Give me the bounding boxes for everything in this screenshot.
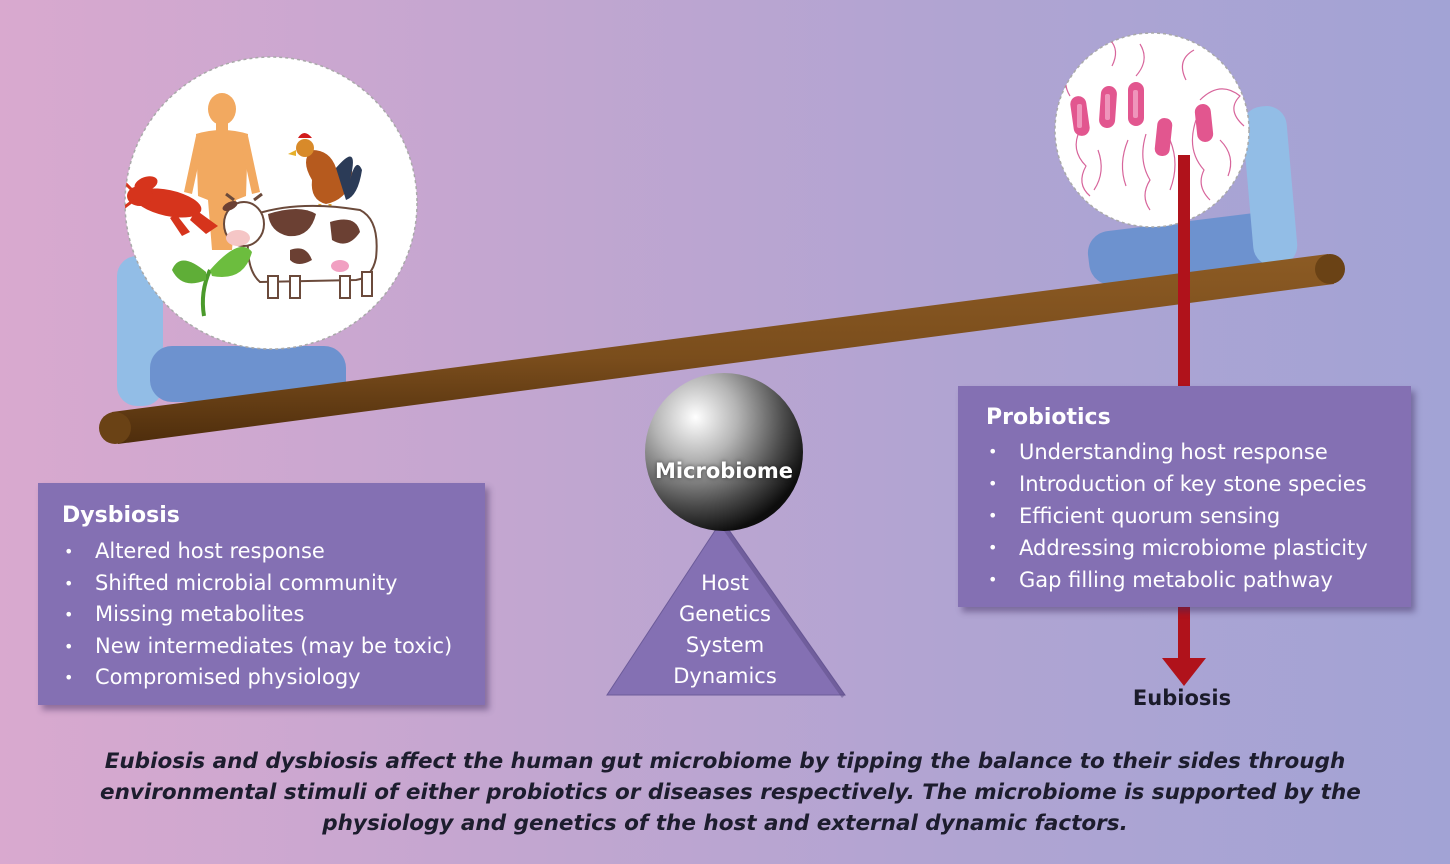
caption-line: Eubiosis and dysbiosis affect the human …	[104, 749, 1346, 774]
human-figure-icon	[184, 93, 260, 250]
dysbiosis-title: Dysbiosis	[62, 503, 180, 528]
fulcrum-factor-line: System	[685, 633, 765, 657]
list-item: New intermediates (may be toxic)	[62, 631, 485, 663]
caption-line: environmental stimuli of either probioti…	[100, 780, 1361, 805]
plant-sprout-icon	[172, 246, 252, 317]
cow-icon	[222, 192, 378, 299]
fulcrum-factor-line: Genetics	[679, 602, 771, 626]
fulcrum-factor-line: Dynamics	[673, 664, 777, 688]
caption-line: physiology and genetics of the host and …	[322, 811, 1128, 836]
eubiosis-label: Eubiosis	[1132, 686, 1232, 710]
host-organisms-circle	[124, 56, 418, 350]
list-item: Understanding host response	[986, 436, 1411, 468]
dysbiosis-list: Altered host response Shifted microbial …	[62, 536, 485, 694]
probiotics-list: Understanding host response Introduction…	[986, 436, 1411, 596]
eubiosis-arrow	[1162, 155, 1206, 686]
bacteria-icon	[1065, 39, 1245, 211]
list-item: Gap filling metabolic pathway	[986, 564, 1411, 596]
rooster-icon	[288, 133, 362, 217]
probiotics-box: Probiotics Understanding host response I…	[958, 386, 1411, 607]
list-item: Compromised physiology	[62, 662, 485, 694]
probiotics-title: Probiotics	[986, 405, 1111, 430]
dysbiosis-box: Dysbiosis Altered host response Shifted …	[38, 483, 485, 705]
list-item: Addressing microbiome plasticity	[986, 532, 1411, 564]
figure-caption: Eubiosis and dysbiosis affect the human …	[100, 746, 1361, 839]
fulcrum-factors: Host Genetics System Dynamics	[640, 568, 810, 692]
list-item: Efficient quorum sensing	[986, 500, 1411, 532]
fulcrum	[606, 373, 846, 698]
fulcrum-factor-line: Host	[701, 571, 749, 595]
microbiome-label: Microbiome	[654, 459, 794, 483]
bacteria-circle	[1054, 32, 1250, 228]
list-item: Introduction of key stone species	[986, 468, 1411, 500]
list-item: Missing metabolites	[62, 599, 485, 631]
list-item: Shifted microbial community	[62, 568, 485, 600]
list-item: Altered host response	[62, 536, 485, 568]
seesaw-plank	[99, 254, 1345, 444]
